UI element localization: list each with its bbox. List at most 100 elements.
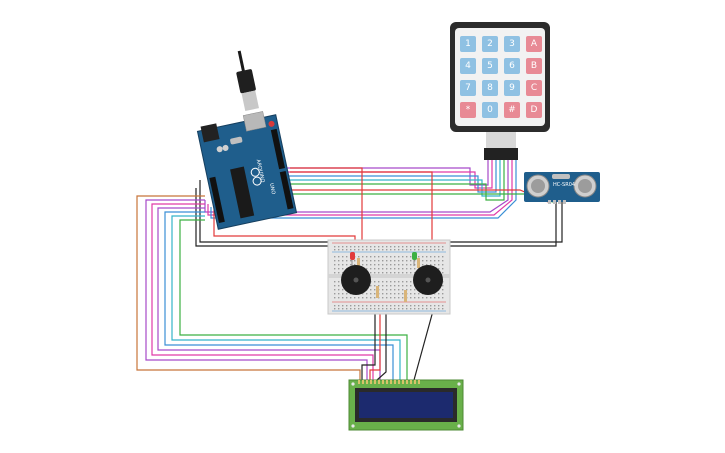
lcd-screen <box>359 392 453 418</box>
wire-lcd-purple-1 <box>145 199 368 380</box>
ultrasonic-sensor[interactable]: HC-SR04 <box>524 172 600 204</box>
keypad-key-label: 5 <box>487 61 493 71</box>
wire-bb-lcd-black-1 <box>361 300 376 380</box>
lcd-pins <box>358 380 420 384</box>
resistor-2 <box>417 258 420 268</box>
keypad-key[interactable] <box>482 36 498 52</box>
ultrasonic-transmitter-mesh <box>531 179 545 193</box>
lcd-pin <box>390 380 392 384</box>
digital-header-2 <box>279 170 294 210</box>
keypad-key[interactable] <box>482 58 498 74</box>
wire-keypad-3 <box>280 160 497 193</box>
lcd-pin <box>362 380 364 384</box>
crystal <box>230 136 243 145</box>
keypad-key-label: * <box>466 105 471 115</box>
lcd-pin <box>378 380 380 384</box>
keypad-key-label: 8 <box>487 83 493 93</box>
keypad-key[interactable] <box>460 102 476 118</box>
arduino-logo <box>250 167 262 186</box>
keypad-key[interactable] <box>504 102 520 118</box>
resistor-3 <box>376 286 379 298</box>
keypad-key-label: 4 <box>465 61 471 71</box>
arduino-uno[interactable]: UNO ARDUINO <box>183 46 298 230</box>
microcontroller-chip <box>230 166 255 219</box>
lcd-pin <box>402 380 404 384</box>
keypad-key[interactable] <box>482 102 498 118</box>
led-red <box>350 252 355 266</box>
keypad-key[interactable] <box>526 80 542 96</box>
lcd-pin <box>414 380 416 384</box>
arduino-logo-text: ARDUINO <box>255 159 266 183</box>
wire-keypad-1 <box>280 160 489 186</box>
keypad-connector <box>484 148 518 160</box>
keypad-key[interactable] <box>526 58 542 74</box>
wire-red-power-1 <box>290 167 363 256</box>
wire-keypad-7 <box>207 160 513 216</box>
ultrasonic-pins <box>548 200 566 204</box>
keypad-key-label: 1 <box>465 39 471 49</box>
usb-connector <box>241 90 259 112</box>
keypad-key[interactable] <box>526 36 542 52</box>
buzzer-right <box>413 265 443 295</box>
wire-lcd-pink <box>151 203 374 380</box>
lcd-mount-1 <box>351 382 355 386</box>
keypad-key[interactable] <box>460 36 476 52</box>
wire-lcd-blue <box>164 211 394 380</box>
keypad-key-label: C <box>531 83 537 93</box>
lcd-pin <box>418 380 420 384</box>
wire-keypad-4 <box>280 160 501 197</box>
resistor-4 <box>404 290 407 302</box>
lcd-mount-4 <box>457 424 461 428</box>
lcd-display <box>348 379 464 431</box>
keypad-key[interactable] <box>504 80 520 96</box>
keypad-key-label: 9 <box>509 83 515 93</box>
keypad-face <box>455 28 545 126</box>
ultrasonic-label: HC-SR04 <box>553 182 575 188</box>
lcd-pin <box>358 380 360 384</box>
lcd-mount-3 <box>351 424 355 428</box>
resistor-1 <box>357 258 360 268</box>
keypad-key[interactable] <box>460 80 476 96</box>
keypad-key[interactable] <box>526 102 542 118</box>
keypad-key[interactable] <box>504 58 520 74</box>
wire-red-power-2 <box>290 171 433 258</box>
keypad-key-label: 6 <box>509 61 515 71</box>
ultrasonic-crystal <box>552 174 570 179</box>
usb-plug <box>236 69 256 94</box>
breadboard-gap <box>328 274 450 278</box>
usb-cable <box>237 50 246 73</box>
capacitor-2 <box>222 144 229 151</box>
lcd-mount-2 <box>457 382 461 386</box>
lcd-pin <box>382 380 384 384</box>
led-green <box>412 252 417 266</box>
wire-lcd-green <box>179 219 408 380</box>
usb-port <box>242 111 267 132</box>
keypad-ribbon <box>486 132 516 148</box>
wire-keypad-5 <box>280 160 505 201</box>
ultrasonic-receiver-mesh <box>578 179 592 193</box>
keypad-key-label: 3 <box>509 39 515 49</box>
wires <box>136 160 563 381</box>
keypad-key-label: A <box>531 39 538 49</box>
keypad-key-label: D <box>531 105 538 115</box>
keypad-key[interactable] <box>460 58 476 74</box>
lcd-pin <box>394 380 396 384</box>
wire-lcd-cyan <box>171 215 401 380</box>
wire-lcd-orange <box>136 195 361 380</box>
buzzer-left <box>341 265 371 295</box>
keypad-key[interactable] <box>482 80 498 96</box>
reset-button[interactable] <box>268 120 275 127</box>
lcd-pin <box>370 380 372 384</box>
keypad-key-label: 2 <box>487 39 493 49</box>
wire-bb-lcd-black-2 <box>376 300 387 381</box>
arduino-brand-text: UNO <box>268 183 276 195</box>
lcd-pin <box>398 380 400 384</box>
wire-bb-lcd-red <box>369 305 381 380</box>
capacitor-1 <box>216 146 223 153</box>
lcd-pin <box>366 380 368 384</box>
wire-keypad-8 <box>210 160 517 219</box>
keypad-key[interactable] <box>504 36 520 52</box>
